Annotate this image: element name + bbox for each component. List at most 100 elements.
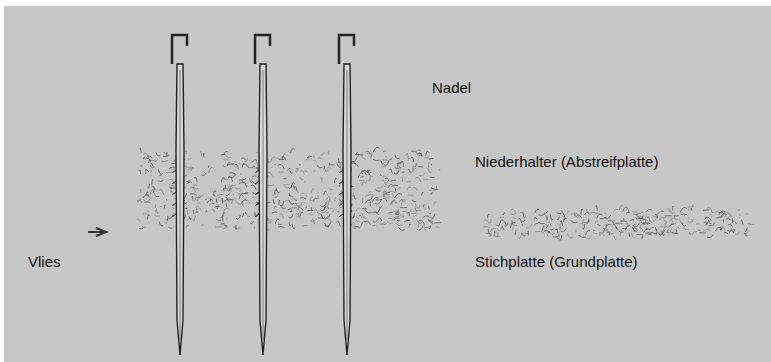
fibre xyxy=(510,223,513,228)
fibre xyxy=(211,209,214,212)
fibre xyxy=(586,236,591,239)
fibre xyxy=(418,220,424,225)
fibre xyxy=(597,214,603,218)
fibre xyxy=(521,233,525,236)
fibre xyxy=(301,204,302,206)
fibre xyxy=(640,212,644,214)
fibre xyxy=(375,199,382,204)
needle-shaft-line xyxy=(180,70,181,340)
fibre xyxy=(639,227,641,228)
fibre xyxy=(221,154,226,156)
fibre xyxy=(151,170,152,173)
fibre xyxy=(397,220,400,221)
fibre xyxy=(324,166,325,169)
fibre xyxy=(278,226,284,228)
fibre xyxy=(746,213,748,214)
fibre xyxy=(155,172,156,173)
fibre xyxy=(229,173,235,174)
fibre xyxy=(703,209,710,211)
fibre xyxy=(522,221,523,223)
fibre xyxy=(388,212,392,213)
fibre xyxy=(334,200,336,202)
fibre xyxy=(415,177,421,182)
fibre xyxy=(139,170,141,174)
fibre xyxy=(352,213,355,218)
fibre xyxy=(663,226,668,231)
fibre xyxy=(661,224,663,225)
fibre xyxy=(545,224,547,227)
fibre xyxy=(283,156,284,159)
fibre xyxy=(544,211,548,213)
fibre xyxy=(351,163,358,167)
fibre xyxy=(620,223,622,225)
fibre xyxy=(681,214,687,215)
fibre xyxy=(191,167,193,171)
fibre xyxy=(552,233,555,236)
fibre xyxy=(705,217,708,219)
fibre xyxy=(636,214,638,216)
fibre xyxy=(385,191,391,193)
fibre xyxy=(594,212,600,213)
fibre xyxy=(705,217,712,221)
fibre xyxy=(338,158,340,163)
fibre xyxy=(394,170,399,174)
fibre xyxy=(143,213,148,216)
fibre xyxy=(337,164,341,167)
fibre xyxy=(390,180,396,181)
fibre xyxy=(383,198,387,202)
fibre xyxy=(660,230,662,232)
fibre xyxy=(221,223,228,227)
fibre xyxy=(696,223,699,225)
fibre xyxy=(352,193,354,197)
fibre xyxy=(145,170,149,172)
fibre xyxy=(406,154,408,156)
fibre xyxy=(194,177,197,182)
fibre xyxy=(151,175,153,176)
fibre xyxy=(324,191,326,195)
fibre xyxy=(328,201,331,206)
fibre xyxy=(402,171,405,173)
fibre xyxy=(234,161,235,162)
fibre xyxy=(575,230,576,233)
fibre xyxy=(359,215,361,216)
fibre xyxy=(147,156,152,158)
fibre xyxy=(487,214,489,218)
fibre xyxy=(723,220,724,223)
fibre xyxy=(324,198,330,203)
fibre xyxy=(645,229,647,230)
fibre xyxy=(325,167,331,172)
fibre xyxy=(362,198,364,203)
stripper-plate-fibres xyxy=(483,205,754,240)
needle-barb xyxy=(339,203,343,206)
fibre xyxy=(226,185,229,190)
fibre xyxy=(223,165,226,167)
fibre xyxy=(691,206,693,211)
fibre xyxy=(574,212,577,214)
fibre xyxy=(369,176,370,180)
fibre xyxy=(335,197,336,199)
fibre xyxy=(707,207,712,212)
fibre xyxy=(187,218,191,220)
fibre xyxy=(494,231,496,233)
fibre xyxy=(417,153,422,154)
fibre xyxy=(250,221,253,224)
needle xyxy=(339,35,354,355)
fibre xyxy=(664,218,667,221)
fibre xyxy=(268,218,272,220)
fibre xyxy=(231,199,235,203)
fibre xyxy=(667,227,669,228)
fibre xyxy=(226,193,230,195)
fibre xyxy=(318,158,322,159)
fibre xyxy=(299,164,300,165)
fibre xyxy=(255,152,256,154)
fibre xyxy=(238,168,239,170)
fibre xyxy=(306,206,307,208)
fibre xyxy=(637,217,643,218)
fibre xyxy=(645,220,646,223)
fibre xyxy=(216,199,217,202)
fibre xyxy=(150,163,153,166)
fibre xyxy=(376,199,382,200)
fibre xyxy=(645,233,649,235)
fibre xyxy=(402,215,403,217)
fibre xyxy=(552,234,554,235)
